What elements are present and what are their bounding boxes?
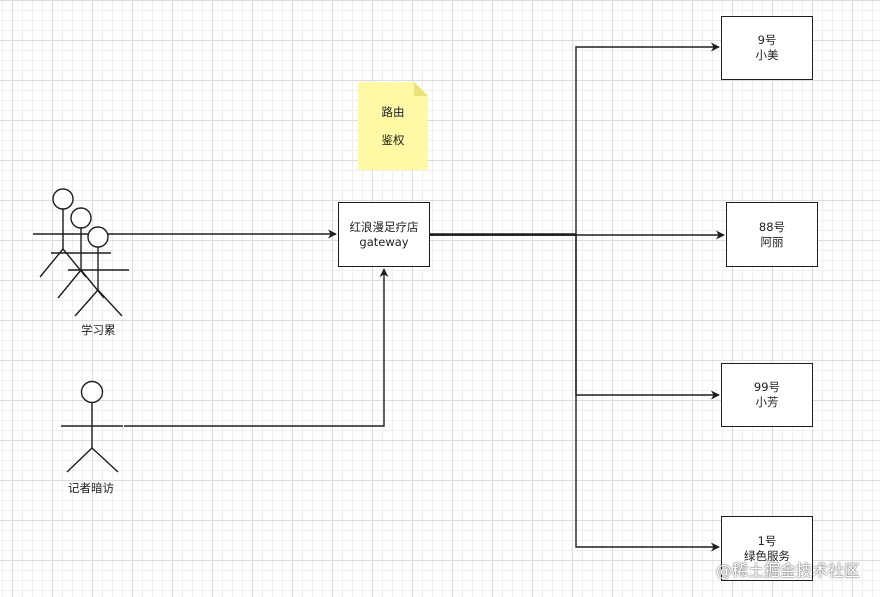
service-number: 1号	[757, 533, 777, 548]
service-name: 阿丽	[760, 234, 784, 249]
edge-reporter-to-gateway	[124, 268, 389, 427]
service-number: 88号	[758, 219, 786, 234]
actor-reporter-label: 记者暗访	[68, 481, 114, 495]
edge-gateway-to-service-99	[430, 234, 720, 400]
service-node[interactable]: 9号 小美	[721, 16, 813, 80]
actor-reporter-figure	[61, 380, 123, 473]
service-name: 小美	[755, 48, 779, 62]
watermark: @稀土掘金技术社区	[715, 561, 860, 580]
service-number: 99号	[753, 380, 781, 394]
gateway-title: 红浪漫足疗店	[349, 219, 419, 234]
note-line-auth: 鉴权	[381, 133, 405, 147]
service-node[interactable]: 1号 绿色服务	[721, 516, 813, 581]
stick-figure-icon	[68, 226, 129, 317]
sticky-note: 路由 鉴权	[358, 82, 428, 170]
service-node[interactable]: 99号 小芳	[721, 363, 813, 427]
actor-group-label: 学习累	[81, 323, 116, 337]
stick-figure-icon	[33, 188, 93, 278]
note-line-routing: 路由	[381, 105, 405, 119]
stick-figure-icon	[51, 207, 111, 299]
edge-gateway-to-service-1	[430, 234, 720, 552]
service-name: 绿色服务	[744, 548, 790, 563]
note-shape-icon	[358, 82, 428, 170]
gateway-node[interactable]: 红浪漫足疗店 gateway	[338, 202, 430, 267]
service-name: 小芳	[755, 395, 779, 409]
actor-group-figures	[33, 188, 129, 317]
gateway-subtitle: gateway	[359, 234, 409, 249]
service-node[interactable]: 88号 阿丽	[726, 202, 818, 267]
edge-gateway-to-service-9	[430, 42, 720, 235]
service-number: 9号	[757, 33, 777, 47]
